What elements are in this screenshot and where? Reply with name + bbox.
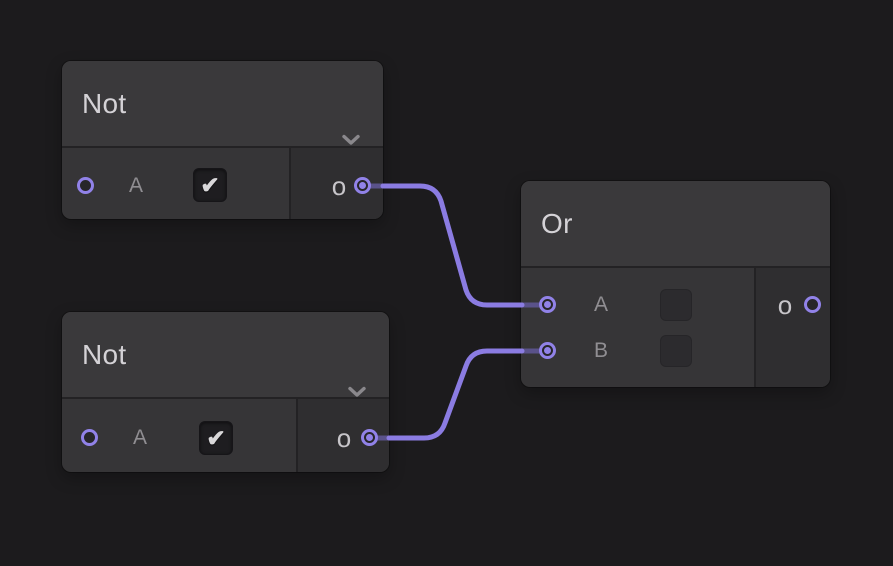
header-divider <box>62 146 383 148</box>
port-output-o[interactable] <box>354 177 371 194</box>
wire-not1-to-or-a[interactable] <box>380 183 525 308</box>
node-not-1-header[interactable]: Not <box>62 61 383 146</box>
output-label: o <box>336 422 352 453</box>
port-input-a[interactable] <box>539 296 556 313</box>
node-not-2[interactable]: Not A ✔ o <box>62 312 389 472</box>
node-or-header[interactable]: Or <box>521 181 830 266</box>
checkmark-icon: ✔ <box>200 171 220 198</box>
input-label: A <box>128 174 143 197</box>
input-label: B <box>593 339 608 362</box>
checkbox-input-b-empty[interactable] <box>660 335 692 367</box>
port-output-o[interactable] <box>361 429 378 446</box>
checkbox-input-a[interactable]: ✔ <box>199 421 233 455</box>
port-input-a[interactable] <box>81 429 98 446</box>
node-title: Not <box>82 338 127 370</box>
checkbox-input-a-empty[interactable] <box>660 289 692 321</box>
output-section <box>756 268 830 387</box>
chevron-down-icon[interactable] <box>347 386 367 398</box>
section-divider <box>296 399 298 472</box>
node-not-2-header[interactable]: Not <box>62 312 389 397</box>
wire-not2-to-or-b[interactable] <box>386 348 525 441</box>
node-title: Not <box>82 87 127 119</box>
chevron-down-icon[interactable] <box>341 134 361 146</box>
output-label: o <box>331 170 347 201</box>
node-title: Or <box>541 207 573 239</box>
header-divider <box>62 397 389 399</box>
input-label: A <box>593 293 608 316</box>
output-label: o <box>777 289 793 320</box>
node-or[interactable]: Or A B o <box>521 181 830 387</box>
section-divider <box>289 148 291 219</box>
port-output-o[interactable] <box>804 296 821 313</box>
input-label: A <box>132 426 147 449</box>
checkbox-input-a[interactable]: ✔ <box>193 168 227 202</box>
node-not-1[interactable]: Not A ✔ o <box>62 61 383 219</box>
header-divider <box>521 266 830 268</box>
port-input-b[interactable] <box>539 342 556 359</box>
port-input-a[interactable] <box>77 177 94 194</box>
section-divider <box>754 268 756 387</box>
checkmark-icon: ✔ <box>206 424 226 451</box>
